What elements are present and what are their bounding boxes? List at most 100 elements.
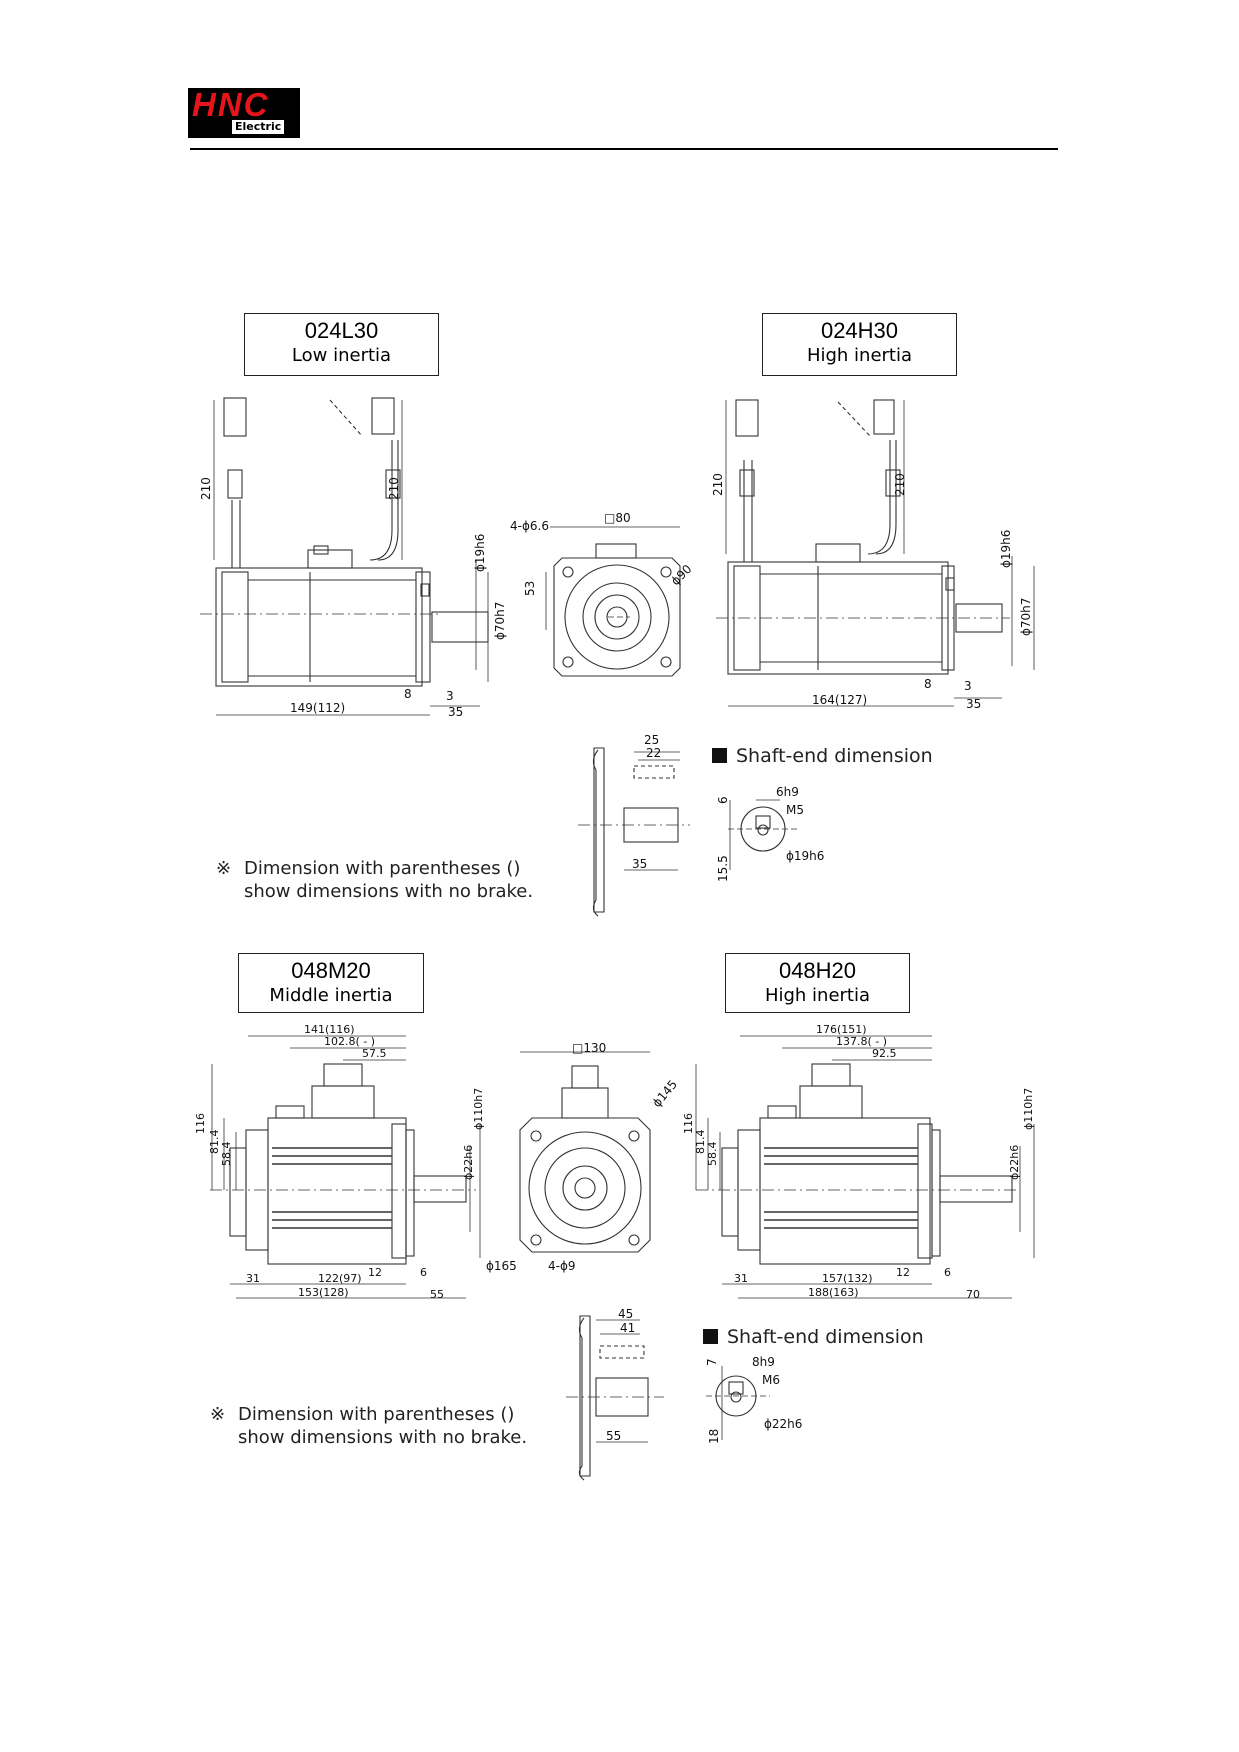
dim-label: 6 [716, 796, 730, 804]
dim-label: 55 [606, 1429, 621, 1443]
dim-label: 12 [368, 1266, 382, 1279]
note-line: show dimensions with no brake. [244, 881, 534, 902]
model-inertia: High inertia [806, 345, 913, 366]
motor-side-view-024L30 [200, 397, 489, 716]
dim-label: □80 [604, 511, 631, 525]
dim-label: 188(163) [808, 1286, 859, 1299]
model-code: 048H20 [778, 958, 857, 983]
model-box-048H20: 048H20 High inertia [725, 953, 910, 1013]
dim-label: 22 [646, 746, 661, 760]
note-line: show dimensions with no brake. [238, 1427, 528, 1448]
dim-label: 41 [620, 1321, 635, 1335]
dim-label: 3 [964, 679, 972, 693]
motor-side-view-024H30 [716, 399, 1035, 707]
dim-label: 6h9 [776, 785, 799, 799]
reference-mark-icon: ※ [210, 1404, 226, 1425]
dim-label: 15.5 [716, 855, 730, 882]
dim-label: 164(127) [812, 693, 867, 707]
dim-label: 4-ϕ9 [548, 1259, 576, 1273]
dim-label: 35 [632, 857, 647, 871]
header-divider [190, 148, 1058, 150]
model-inertia: High inertia [764, 985, 871, 1006]
square-bullet-icon [712, 748, 727, 763]
dim-label: 210 [711, 473, 725, 496]
dim-label: ϕ19h6 [999, 530, 1013, 568]
dim-label: ϕ165 [486, 1259, 517, 1273]
shaft-end-view-2 [566, 1315, 770, 1481]
model-code: 024H30 [820, 318, 899, 343]
dim-label: 116 [682, 1113, 695, 1134]
dim-label: 45 [618, 1307, 633, 1321]
motor-side-view-048H20 [695, 1035, 1035, 1299]
dim-label: ϕ22h6 [462, 1145, 475, 1180]
flange-view-80 [545, 526, 681, 677]
dim-label: ϕ110h7 [1022, 1088, 1035, 1130]
hnc-electric-logo: HNC Electric [188, 86, 300, 138]
parentheses-note: ※ Dimension with parentheses () show dim… [216, 857, 534, 903]
dim-label: ϕ22h6 [1008, 1145, 1021, 1180]
shaft-end-title: Shaft-end dimension [712, 745, 933, 767]
dim-label: ϕ70h7 [1019, 598, 1033, 636]
dim-label: 81.4 [208, 1130, 221, 1155]
dim-label: 58.4 [220, 1142, 233, 1167]
dim-label: 210 [387, 477, 401, 500]
note-line: Dimension with parentheses () [238, 1404, 515, 1425]
dim-label: ϕ22h6 [764, 1417, 802, 1431]
reference-mark-icon: ※ [216, 858, 232, 879]
dim-label: 35 [966, 697, 981, 711]
dim-label: 53 [523, 581, 537, 596]
logo-subtext: Electric [232, 120, 285, 134]
dim-label: 31 [734, 1272, 748, 1285]
model-box-024H30: 024H30 High inertia [762, 313, 957, 376]
dim-label: 8 [924, 677, 932, 691]
model-code: 048M20 [291, 958, 371, 983]
dim-label: 25 [644, 733, 659, 747]
dim-label: ϕ70h7 [493, 602, 507, 640]
dim-label: 176(151) [816, 1023, 867, 1036]
dim-label: 210 [893, 473, 907, 496]
dim-label: 8 [404, 687, 412, 701]
dim-label: 92.5 [872, 1047, 897, 1060]
shaft-end-title: Shaft-end dimension [703, 1326, 924, 1348]
flange-view-130 [519, 1051, 651, 1253]
dim-label: 141(116) [304, 1023, 355, 1036]
model-inertia: Middle inertia [269, 985, 393, 1006]
dim-label: 58.4 [706, 1142, 719, 1167]
note-line: Dimension with parentheses () [244, 858, 521, 879]
dim-label: 149(112) [290, 701, 345, 715]
dim-label: M5 [786, 803, 804, 817]
dim-label: 55 [430, 1288, 444, 1301]
dim-label: ϕ110h7 [472, 1088, 485, 1130]
dim-label: 57.5 [362, 1047, 387, 1060]
dim-label: 6 [420, 1266, 427, 1279]
shaft-end-view-1 [578, 747, 800, 917]
parentheses-note: ※ Dimension with parentheses () show dim… [210, 1403, 528, 1449]
dim-label: 6 [944, 1266, 951, 1279]
dim-label: 18 [707, 1429, 721, 1444]
motor-side-view-048M20 [210, 1035, 481, 1299]
model-inertia: Low inertia [291, 345, 392, 366]
dim-label: 210 [199, 477, 213, 500]
dim-label: 12 [896, 1266, 910, 1279]
dim-label: 31 [246, 1272, 260, 1285]
dim-label: M6 [762, 1373, 780, 1387]
square-bullet-icon [703, 1329, 718, 1344]
dim-label: ϕ19h6 [473, 534, 487, 572]
dim-label: 157(132) [822, 1272, 873, 1285]
dim-label: 116 [194, 1113, 207, 1134]
dim-label: ϕ145 [650, 1077, 681, 1110]
dim-label: 81.4 [694, 1130, 707, 1155]
dim-label: 153(128) [298, 1286, 349, 1299]
dim-label: □130 [572, 1041, 606, 1055]
dim-label: ϕ90 [668, 562, 694, 588]
logo-text: HNC [192, 86, 270, 123]
dim-label: 70 [966, 1288, 980, 1301]
dim-label: 137.8( - ) [836, 1035, 887, 1048]
dim-label: 4-ϕ6.6 [510, 519, 549, 533]
model-code: 024L30 [304, 318, 379, 343]
model-box-024L30: 024L30 Low inertia [244, 313, 439, 376]
dim-label: ϕ19h6 [786, 849, 824, 863]
dim-label: 102.8( - ) [324, 1035, 375, 1048]
dim-label: 122(97) [318, 1272, 362, 1285]
